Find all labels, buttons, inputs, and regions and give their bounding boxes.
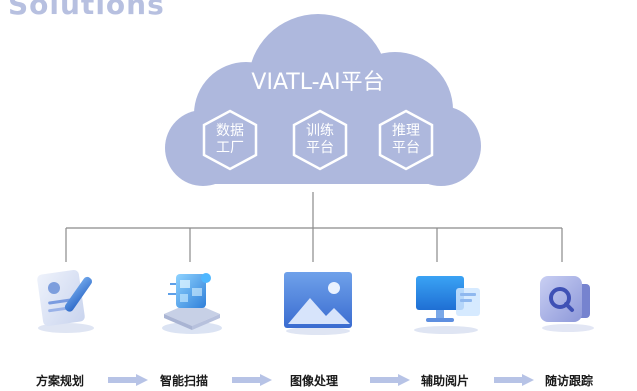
step-label-planning: 方案规划 xyxy=(36,374,85,388)
tracking-magnifier-icon xyxy=(540,276,594,332)
step-label-assisted-reading: 辅助阅片 xyxy=(421,374,470,388)
flow-arrow-icon xyxy=(370,374,410,386)
hex-module-line1: 训练 xyxy=(306,123,334,139)
step-label-scanning: 智能扫描 xyxy=(160,374,209,388)
hex-module-frame xyxy=(202,109,258,171)
hex-module-data-factory: 数据 工厂 xyxy=(200,123,260,157)
flow-arrow-icon xyxy=(108,374,148,386)
hex-module-frame xyxy=(378,109,434,171)
platform-cloud xyxy=(165,14,481,186)
hex-module-training: 训练 平台 xyxy=(290,123,350,157)
image-photo-icon xyxy=(284,272,352,335)
hex-module-frame xyxy=(292,109,348,171)
flow-arrow-icon xyxy=(494,374,534,386)
hex-module-inference: 推理 平台 xyxy=(376,123,436,157)
step-label-image-processing: 图像处理 xyxy=(290,374,339,388)
hex-module-line1: 数据 xyxy=(216,123,244,139)
hex-module-line2: 平台 xyxy=(306,140,334,156)
hex-module-line2: 工厂 xyxy=(216,140,244,156)
hex-module-line1: 推理 xyxy=(392,123,420,139)
step-label-follow-up: 随访跟踪 xyxy=(545,374,594,388)
platform-title: VIATL-AI平台 xyxy=(251,70,385,95)
scanner-tower-icon xyxy=(162,273,222,334)
hex-module-line2: 平台 xyxy=(392,140,420,156)
monitor-screens-icon xyxy=(414,276,480,334)
connector-tree xyxy=(65,192,563,262)
flow-arrow-icon xyxy=(232,374,272,386)
section-heading: Solutions xyxy=(8,0,165,21)
document-pen-icon xyxy=(37,269,94,333)
